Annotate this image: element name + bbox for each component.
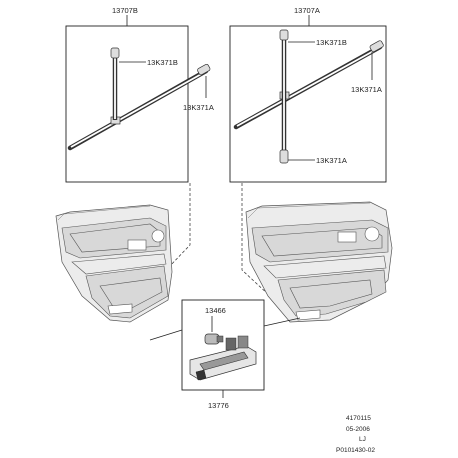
reference-id: P0101430-02 (336, 447, 375, 454)
label-right-13k371a-lower: 13K371A (316, 156, 347, 165)
label-right-13k371b: 13K371B (316, 38, 347, 47)
label-right-13k371a-upper: 13K371A (351, 85, 382, 94)
label-13466: 13466 (205, 306, 226, 315)
left-door-panel (55, 204, 173, 323)
label-left-13k371a: 13K371A (183, 103, 214, 112)
right-vertical-rod (279, 29, 289, 164)
courtesy-lamp-icon (189, 335, 257, 381)
reference-date: 05-2006 (346, 426, 370, 433)
label-13707b: 13707B (112, 6, 138, 15)
left-vertical-rod (110, 47, 120, 120)
reference-mark: LJ (359, 436, 366, 443)
reference-code: 4170115 (346, 415, 371, 422)
left-dashed-connector (167, 183, 191, 269)
right-diagonal-rod (233, 40, 384, 130)
label-left-13k371b: 13K371B (147, 58, 178, 67)
right-kit-box (229, 25, 387, 183)
left-kit-box (65, 25, 189, 183)
left-diagonal-rod (67, 63, 211, 151)
label-13707a: 13707A (294, 6, 320, 15)
right-door-panel (245, 201, 393, 323)
bulb-icon (204, 333, 224, 345)
right-dashed-connector (241, 183, 271, 297)
label-13776: 13776 (208, 401, 229, 410)
